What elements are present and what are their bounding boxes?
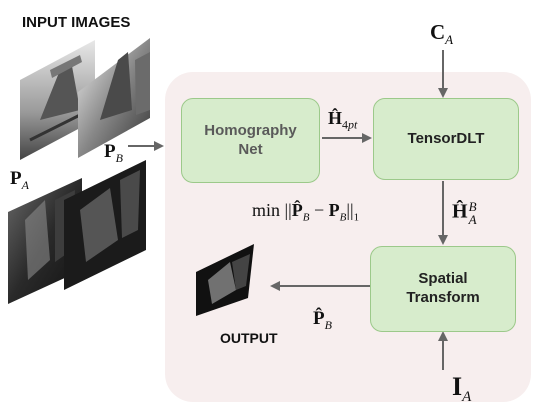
spatial-transform-box: Spatial Transform <box>370 246 516 332</box>
pb-hat-label: P̂B <box>313 308 332 332</box>
spatial-transform-label: Spatial Transform <box>406 270 480 306</box>
input-image-b <box>78 38 150 158</box>
input-image-dark-b <box>64 160 146 290</box>
tensor-dlt-box: TensorDLT <box>373 98 519 180</box>
patch-b-label: PB <box>104 141 123 165</box>
h4pt-label: Ĥ4pt <box>328 108 358 132</box>
output-label: OUTPUT <box>220 330 278 346</box>
loss-label: min ||P̂B − PB||1 <box>252 200 360 224</box>
homography-net-label: Homography Net <box>204 121 297 158</box>
output-image <box>196 244 254 316</box>
patch-a-label: PA <box>10 168 29 192</box>
homography-net-box: Homography Net <box>181 98 320 183</box>
corners-a-label: CA <box>430 20 454 48</box>
input-image-a <box>20 40 95 160</box>
input-images-title: INPUT IMAGES <box>22 14 131 31</box>
tensor-dlt-label: TensorDLT <box>407 129 485 147</box>
image-a-label: IA <box>452 372 472 406</box>
